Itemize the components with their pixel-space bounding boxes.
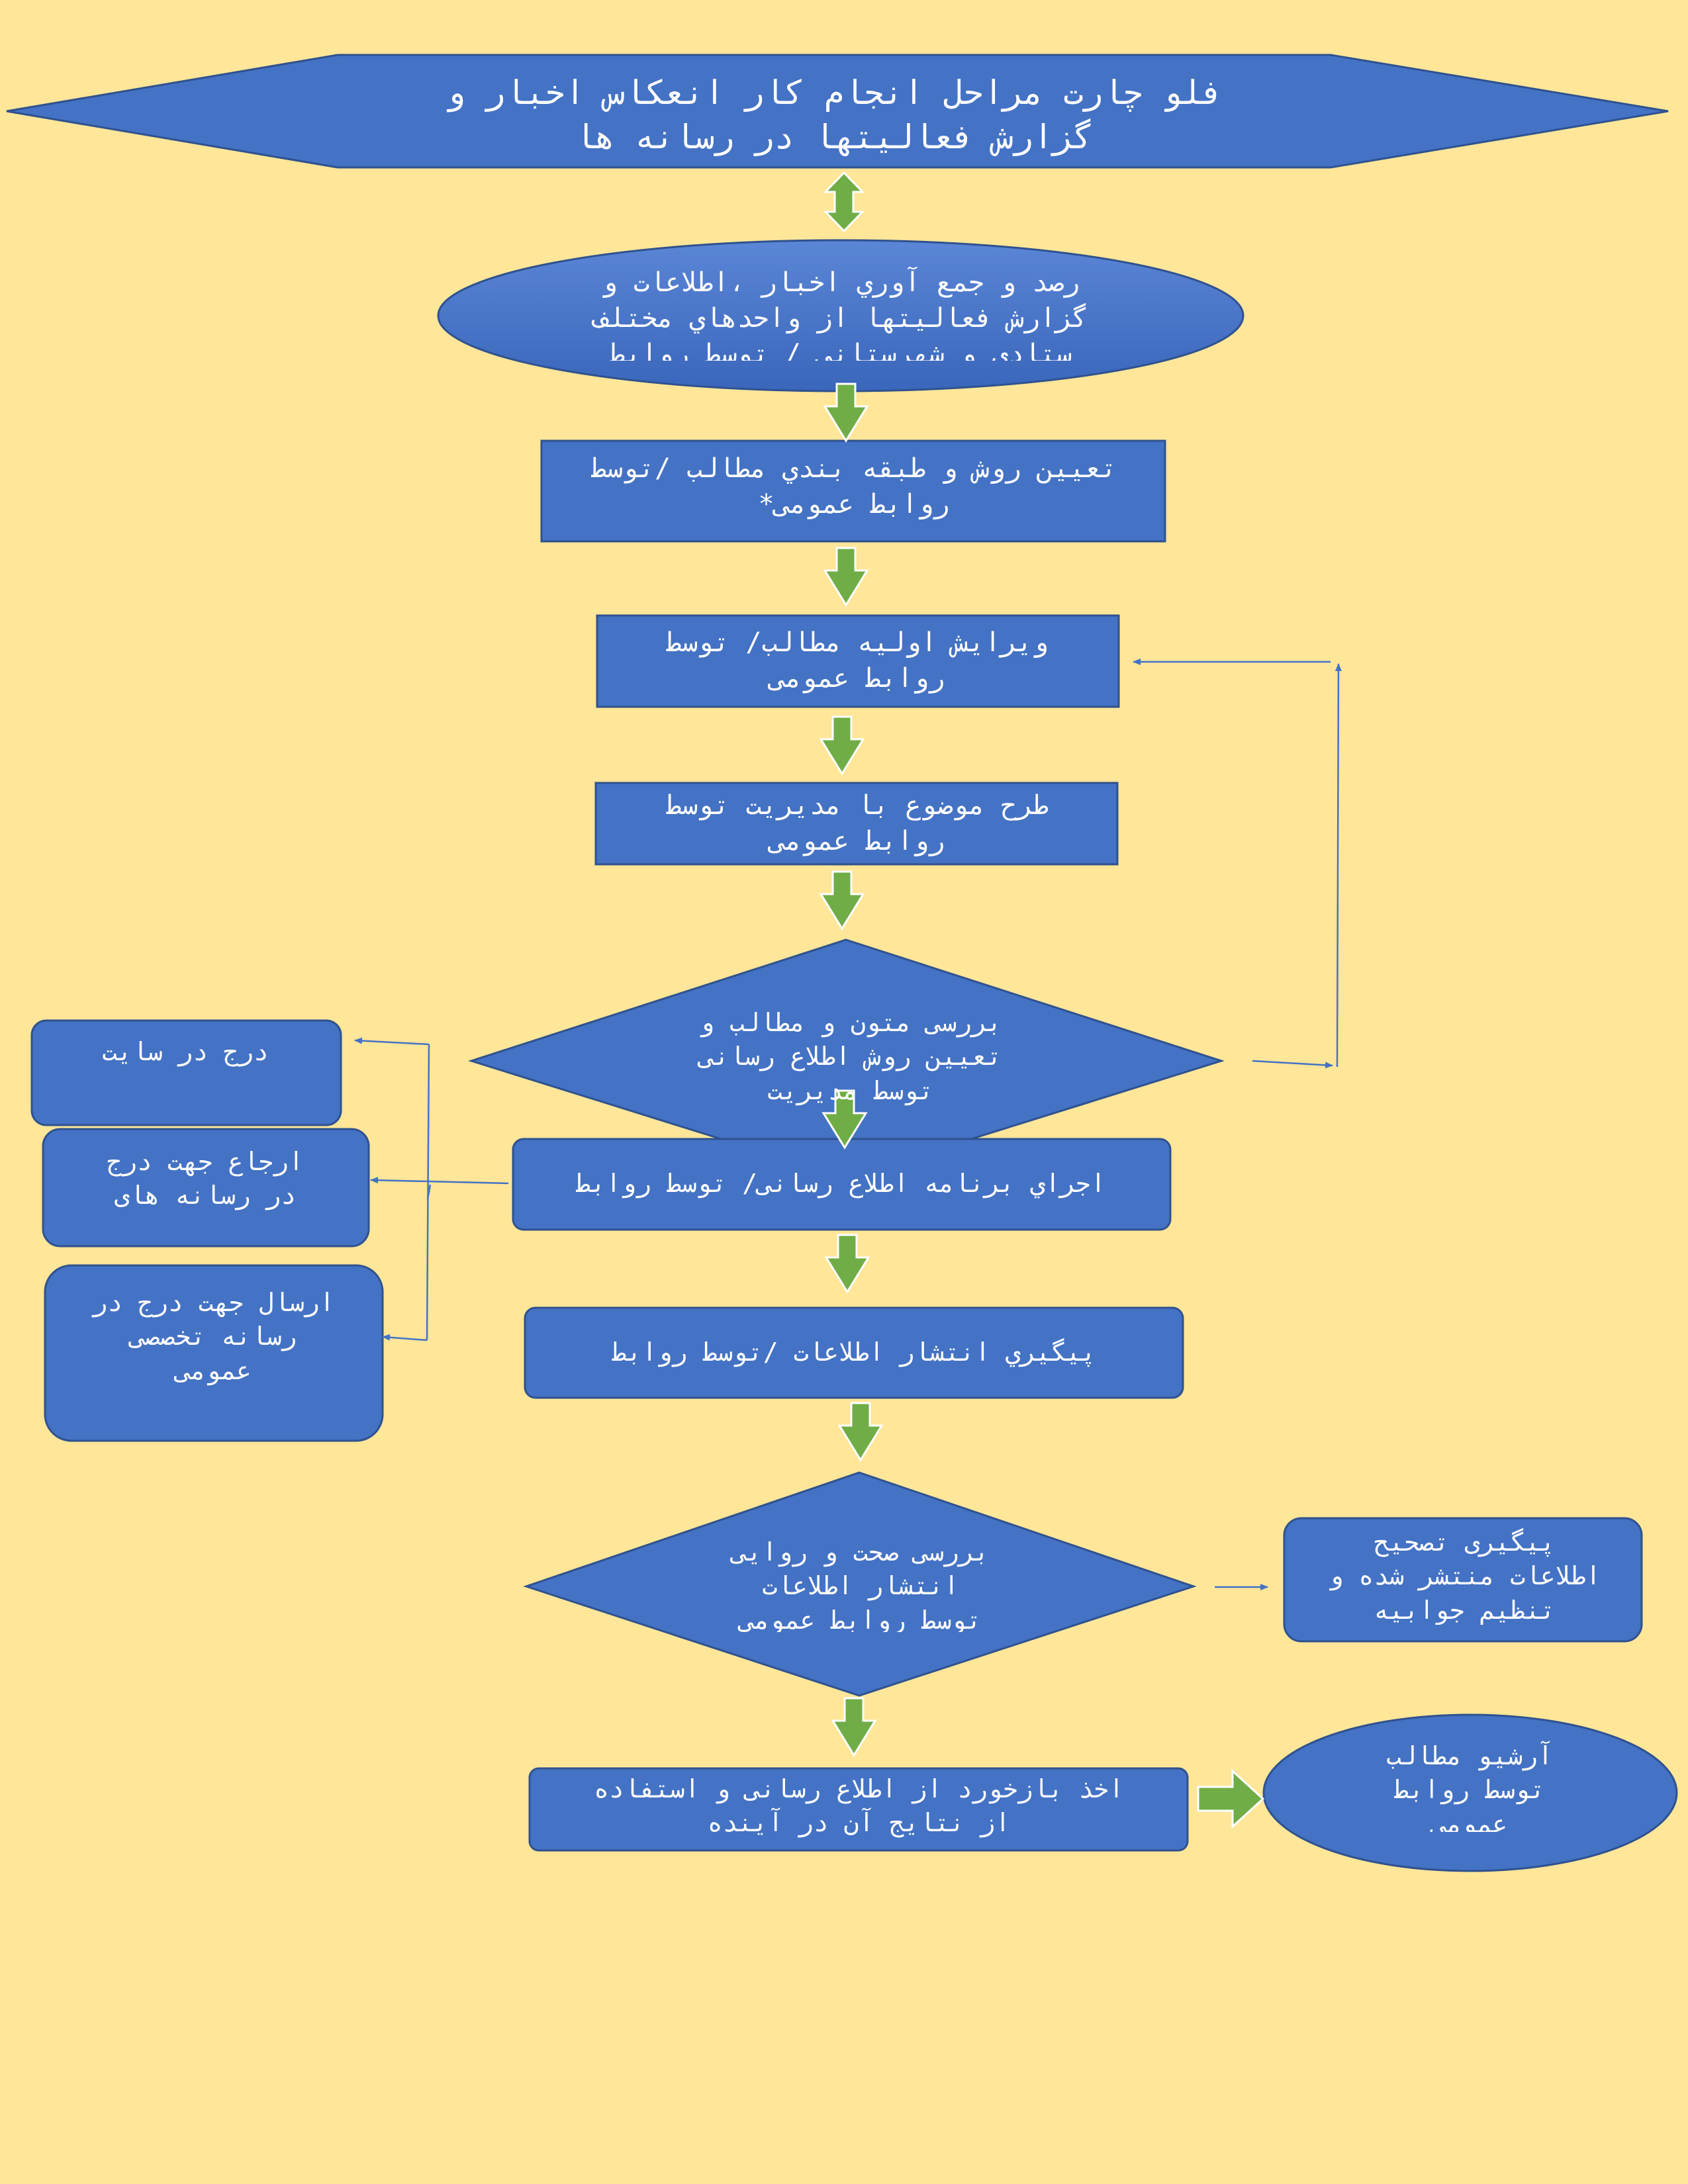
flow-arrow-4 bbox=[819, 870, 865, 931]
archive-ellipse bbox=[1262, 1713, 1678, 1872]
verify-diamond bbox=[523, 1471, 1197, 1697]
discuss-box bbox=[594, 782, 1119, 866]
classify-text: تعيين روش و طبقه بندي مطالب /توسط روابط … bbox=[590, 453, 1117, 520]
archive-text: آرشیو مطالب توسط روابط عمومی bbox=[1386, 1741, 1553, 1832]
follow-up-text: پيگيري انتشار اطلاعات /توسط روابط bbox=[611, 1338, 1097, 1367]
edit-text: ویرایش اولیه مطالب/ توسط روابط عمومی bbox=[666, 627, 1049, 694]
collect-text: رصد و جمع آوري اخبار ،اطلاعات و گزارش فع… bbox=[593, 267, 1088, 361]
refer-box bbox=[42, 1128, 370, 1248]
flow-arrow-2 bbox=[823, 547, 869, 607]
flow-arrow-6 bbox=[824, 1234, 870, 1294]
flow-arrow-1 bbox=[823, 383, 869, 443]
discuss-text: طرح موضوع با مدیریت توسط روابط عمومی bbox=[666, 790, 1049, 856]
correction-box bbox=[1283, 1517, 1643, 1643]
execute-text: اجراي برنامه اطلاع رسانی/ توسط روابط bbox=[575, 1169, 1106, 1199]
classify-box bbox=[540, 439, 1166, 543]
correction-text: پیگیری تصحیح اطلاعات منتشر شده و تنظیم ج… bbox=[1328, 1527, 1601, 1625]
flow-arrow-8 bbox=[831, 1697, 877, 1757]
edit-box bbox=[596, 614, 1120, 708]
send-box bbox=[44, 1264, 384, 1442]
flow-arrow-7 bbox=[837, 1402, 884, 1462]
follow-up-box bbox=[524, 1306, 1184, 1399]
feedback-box bbox=[528, 1767, 1189, 1852]
page-title: فلو چارت مراحل انجام کار انعکاس اخبار و … bbox=[445, 73, 1223, 157]
review-text: بررسی متون و مطالب و تعیین روش اطلاع رسا… bbox=[699, 1008, 1002, 1105]
double-flow-arrow bbox=[823, 171, 865, 233]
flow-arrow-archive bbox=[1197, 1768, 1265, 1829]
site-box bbox=[30, 1019, 342, 1126]
site-text: درج در سایت bbox=[102, 1037, 269, 1067]
flow-arrow-3 bbox=[819, 715, 865, 776]
title-hexagon bbox=[6, 54, 1669, 169]
flow-arrow-5 bbox=[821, 1089, 868, 1150]
loop-connector bbox=[1133, 659, 1342, 1069]
feedback-text: اخذ بازخورد از اطلاع رسانی و استفاده از … bbox=[594, 1774, 1124, 1838]
verify-text: بررسی صحت و روایی انتشار اطلاعات توسط رو… bbox=[731, 1537, 990, 1632]
branch-connector bbox=[354, 1037, 509, 1342]
send-text: ارسال جهت درج در رسانه تخصصی عمومی bbox=[92, 1288, 335, 1385]
refer-text: ارجاع جهت درج در رسانه های bbox=[107, 1146, 304, 1210]
